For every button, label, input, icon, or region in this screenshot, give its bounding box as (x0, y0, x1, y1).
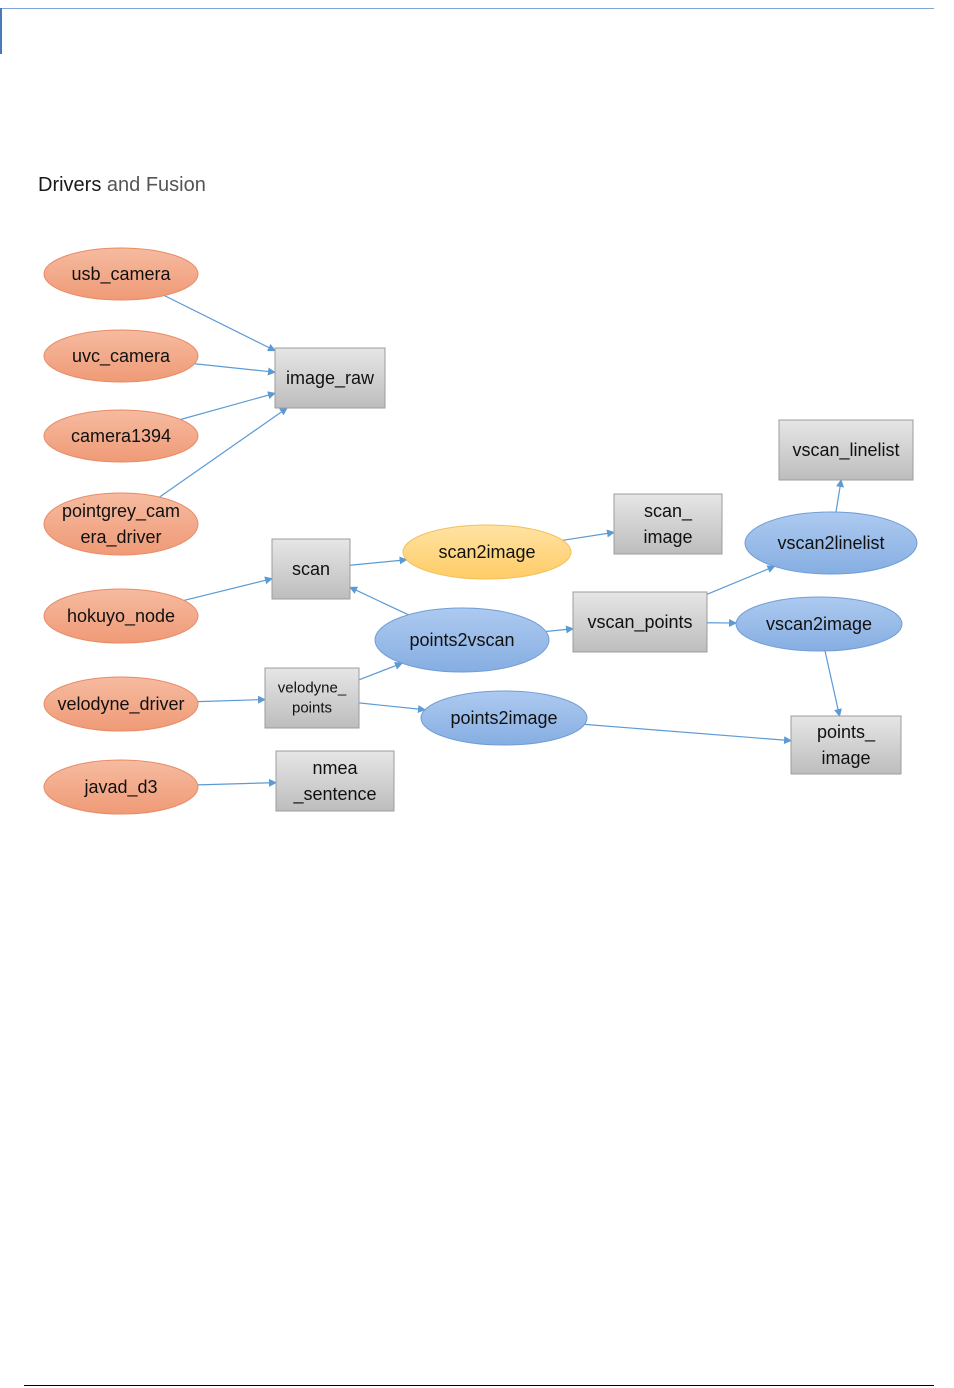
node-rect (778, 419, 914, 481)
node-rect (274, 347, 386, 409)
edge-points2image-to-points_image (584, 723, 792, 745)
node-label: usb_camera (71, 264, 171, 285)
edge-hokuyo_node-to-scan (183, 576, 273, 602)
edge-vscan_points-to-vscan2linelist (706, 565, 776, 595)
node-label: vscan_points (587, 612, 692, 633)
edge-points2vscan-to-vscan_points (545, 625, 574, 634)
edge-pointgrey_camera_driver-to-image_raw (159, 407, 288, 498)
node-label: uvc_camera (72, 346, 171, 367)
node-points2vscan: points2vscan (374, 607, 550, 673)
node-ellipse (43, 247, 199, 301)
edge-usb_camera-to-image_raw (163, 294, 276, 352)
node-uvc_camera: uvc_camera (43, 329, 199, 383)
node-ellipse (744, 511, 918, 575)
edge-points2vscan-to-scan (349, 586, 409, 616)
footer-rule (24, 1385, 934, 1386)
node-camera1394: camera1394 (43, 409, 199, 463)
node-label: vscan2image (766, 614, 872, 634)
node-rect (275, 750, 395, 812)
node-label: points_ (817, 722, 876, 743)
node-ellipse (43, 588, 199, 644)
node-label: image (821, 748, 870, 768)
node-label: hokuyo_node (67, 606, 175, 627)
node-label: camera1394 (71, 426, 171, 446)
node-rect (572, 591, 708, 653)
node-nmea_sentence: nmea _sentence (275, 750, 395, 812)
node-label: pointgrey_cam (62, 501, 180, 522)
node-vscan_linelist: vscan_linelist (778, 419, 914, 481)
node-velodyne_points: velodyne_points (264, 667, 360, 729)
node-label: era_driver (80, 527, 161, 548)
node-ellipse (374, 607, 550, 673)
node-label: scan2image (438, 542, 535, 562)
node-rect (264, 667, 360, 729)
node-ellipse (43, 492, 199, 556)
node-label: points (292, 700, 332, 717)
node-velodyne_driver: velodyne_driver (43, 676, 199, 732)
page-title-dark: Drivers (38, 174, 102, 196)
node-rect (613, 493, 723, 555)
node-label: points2vscan (409, 630, 514, 650)
node-scan2image: scan2image (402, 524, 572, 580)
edge-vscan2image-to-points_image (824, 650, 842, 717)
node-ellipse (43, 759, 199, 815)
node-ellipse (43, 676, 199, 732)
node-vscan_points: vscan_points (572, 591, 708, 653)
node-label: points2image (450, 708, 557, 728)
node-vscan2image: vscan2image (735, 596, 903, 652)
node-points_image: points_image (790, 715, 902, 775)
edge-uvc_camera-to-image_raw (194, 363, 276, 376)
header-rule (0, 8, 934, 9)
node-label: _sentence (292, 784, 376, 805)
node-vscan2linelist: vscan2linelist (744, 511, 918, 575)
node-ellipse (43, 409, 199, 463)
edge-vscan2linelist-to-vscan_linelist (835, 479, 844, 513)
node-label: javad_d3 (83, 777, 157, 798)
node-label: nmea (312, 758, 358, 778)
header-accent-bar (0, 8, 2, 54)
node-image_raw: image_raw (274, 347, 386, 409)
edge-scan-to-scan2image (349, 556, 408, 566)
page-title-light: and Fusion (101, 174, 206, 196)
node-points2image: points2image (420, 690, 588, 746)
edge-velodyne_points-to-points2image (358, 702, 426, 714)
edge-velodyne_driver-to-velodyne_points (197, 695, 266, 704)
node-label: vscan2linelist (777, 533, 884, 553)
node-scan: scan (271, 538, 351, 600)
node-javad_d3: javad_d3 (43, 759, 199, 815)
node-rect (271, 538, 351, 600)
edge-camera1394-to-image_raw (180, 391, 276, 421)
node-label: image_raw (286, 368, 375, 389)
edge-scan2image-to-scan_image (562, 529, 615, 541)
node-scan_image: scan_image (613, 493, 723, 555)
node-usb_camera: usb_camera (43, 247, 199, 301)
node-label: scan (292, 559, 330, 579)
edges-layer (159, 294, 844, 787)
nodes-layer: usb_camera uvc_camera camera1394 pointgrey_… (43, 247, 918, 815)
node-rect (790, 715, 902, 775)
edge-javad_d3-to-nmea_sentence (197, 778, 277, 787)
node-label: image (643, 527, 692, 547)
node-hokuyo_node: hokuyo_node (43, 588, 199, 644)
edge-velodyne_points-to-points2vscan (358, 661, 403, 681)
node-label: vscan_linelist (792, 440, 899, 461)
node-ellipse (735, 596, 903, 652)
node-label: scan_ (644, 501, 693, 522)
node-pointgrey_camera_driver: pointgrey_cam era_driver (43, 492, 199, 556)
page-title: Drivers and Fusion (38, 174, 206, 197)
node-label: velodyne_ (278, 680, 347, 697)
node-label: velodyne_driver (57, 694, 184, 715)
node-ellipse (43, 329, 199, 383)
node-ellipse (402, 524, 572, 580)
node-ellipse (420, 690, 588, 746)
